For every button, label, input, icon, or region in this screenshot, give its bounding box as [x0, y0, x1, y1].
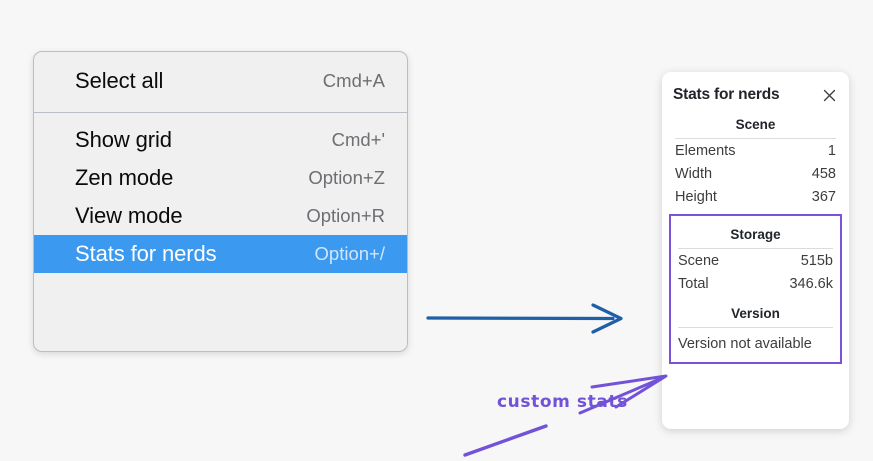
stats-row-key: Elements: [675, 142, 736, 159]
stats-row-key: Height: [675, 188, 717, 205]
stats-panel-title: Stats for nerds: [673, 86, 780, 103]
custom-stats-annotation-label: custom stats: [497, 392, 628, 412]
stats-for-nerds-panel: Stats for nerds Scene Elements 1 Width 4…: [662, 72, 849, 429]
stats-row-value: 1: [827, 142, 836, 159]
section-divider: [675, 138, 836, 139]
menu-item-shortcut: Option+/: [314, 243, 385, 264]
context-menu[interactable]: Select all Cmd+A Show grid Cmd+' Zen mod…: [33, 51, 408, 352]
menu-item-view-mode[interactable]: View mode Option+R: [34, 197, 407, 235]
stats-row-key: Width: [675, 165, 713, 182]
stats-row-width: Width 458: [673, 162, 838, 185]
storage-section-title: Storage: [730, 227, 781, 242]
menu-item-select-all[interactable]: Select all Cmd+A: [34, 62, 407, 100]
close-icon[interactable]: [821, 87, 838, 104]
stats-panel-header: Stats for nerds: [673, 72, 838, 106]
menu-item-stats-for-nerds[interactable]: Stats for nerds Option+/: [34, 235, 407, 273]
stats-row-value: 515b: [800, 252, 833, 269]
section-divider: [678, 327, 833, 328]
storage-row-total: Total 346.6k: [676, 272, 835, 295]
stats-row-elements: Elements 1: [673, 139, 838, 162]
stats-row-key: Scene: [678, 252, 720, 269]
stats-row-height: Height 367: [673, 185, 838, 208]
menu-separator: [34, 112, 407, 113]
stats-row-value: 458: [811, 165, 836, 182]
version-section-title: Version: [731, 306, 780, 321]
menu-item-label: Stats for nerds: [75, 241, 217, 266]
scene-section-title: Scene: [735, 117, 776, 132]
storage-row-scene: Scene 515b: [676, 249, 835, 272]
stats-row-value: 367: [811, 188, 836, 205]
menu-item-show-grid[interactable]: Show grid Cmd+': [34, 121, 407, 159]
menu-item-label: View mode: [75, 203, 183, 228]
menu-item-shortcut: Cmd+A: [322, 70, 385, 91]
menu-item-shortcut: Cmd+': [331, 129, 385, 150]
menu-item-label: Show grid: [75, 127, 172, 152]
menu-group-1: Select all Cmd+A: [34, 52, 407, 112]
custom-stats-highlight-box: Storage Scene 515b Total 346.6k Version …: [669, 214, 842, 364]
menu-item-label: Select all: [75, 68, 164, 93]
menu-item-zen-mode[interactable]: Zen mode Option+Z: [34, 159, 407, 197]
stats-row-key: Total: [678, 275, 709, 292]
menu-group-2: Show grid Cmd+' Zen mode Option+Z View m…: [34, 113, 407, 282]
menu-item-label: Zen mode: [75, 165, 174, 190]
flow-arrow-icon: [426, 303, 623, 334]
stats-row-value: 346.6k: [789, 275, 833, 292]
annotation-arrows-icon: [463, 374, 668, 457]
menu-item-shortcut: Option+Z: [308, 167, 385, 188]
menu-item-shortcut: Option+R: [306, 205, 385, 226]
version-value: Version not available: [678, 336, 812, 352]
section-divider: [678, 248, 833, 249]
